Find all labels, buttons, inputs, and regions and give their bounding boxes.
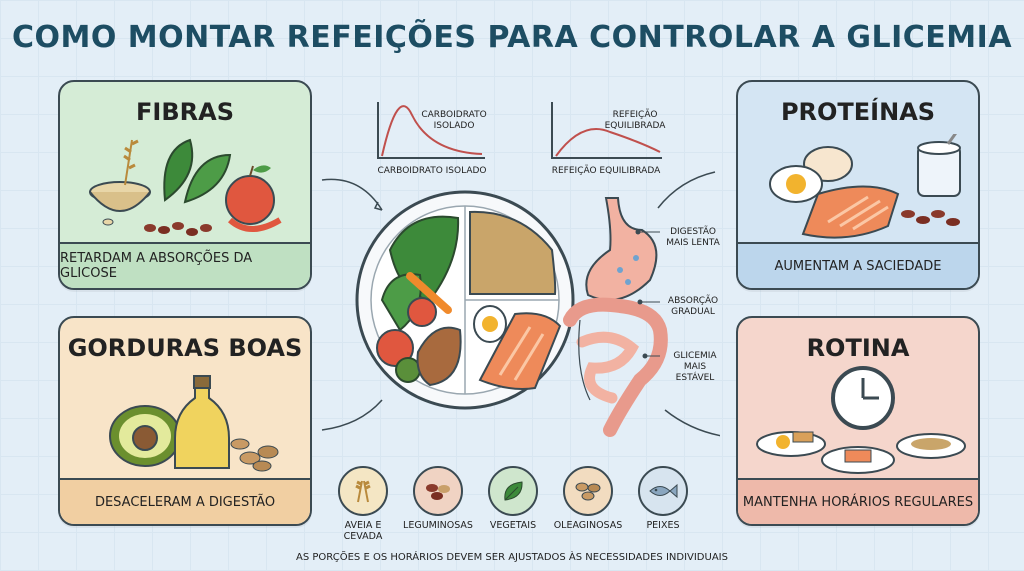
card-proteinas-title: PROTEÍNAS	[780, 98, 936, 126]
nuts-icon	[563, 466, 613, 516]
card-proteinas: PROTEÍNAS AUMENTAM A SACIEDADE	[736, 80, 980, 290]
card-rotina: ROTINA MANTENHA HORÁRIOS REGULARES	[736, 316, 980, 526]
annotation-digestion: DIGESTÃO MAIS LENTA	[666, 227, 720, 248]
fish-icon	[638, 466, 688, 516]
oat-icon	[338, 466, 388, 516]
page-title: COMO MONTAR REFEIÇÕES PARA CONTROLAR A G…	[11, 20, 1013, 55]
card-rotina-caption: MANTENHA HORÁRIOS REGULARES	[738, 478, 978, 524]
plate-digestion-illustration	[321, 102, 720, 437]
routine-illustration	[756, 366, 966, 474]
balanced-graph-caption: REFEIÇÃO EQUILIBRADA	[551, 166, 661, 176]
card-gorduras-title: GORDURAS BOAS	[67, 334, 303, 362]
carb-isolated-graph	[377, 102, 485, 159]
protein-foods-illustration	[769, 134, 961, 239]
card-fibras-caption: RETARDAM A ABSORÇÕES DA GLICOSE	[60, 242, 310, 288]
category-vegetais: VEGETAIS	[478, 466, 548, 531]
card-fibras: FIBRAS RETARDAM A ABSORÇÕES DA GLICOSE	[58, 80, 312, 290]
footer-note: AS PORÇÕES E OS HORÁRIOS DEVEM SER AJUST…	[296, 552, 728, 563]
carb-graph-caption: CARBOIDRATO ISOLADO	[377, 166, 487, 176]
good-fats-illustration	[109, 375, 279, 472]
balanced-graph-inner-label: REFEIÇÃO EQUILIBRADA	[604, 110, 666, 131]
category-label: PEIXES	[646, 520, 680, 531]
category-label: AVEIA E CEVADA	[343, 520, 383, 542]
category-peixes: PEIXES	[628, 466, 698, 531]
card-gorduras: GORDURAS BOAS DESACELERAM A DIGESTÃO	[58, 316, 312, 526]
annotation-absorption: ABSORÇÃO GRADUAL	[667, 296, 719, 317]
card-rotina-title: ROTINA	[806, 334, 910, 362]
card-proteinas-caption: AUMENTAM A SACIEDADE	[738, 242, 978, 288]
category-label: LEGUMINOSAS	[403, 520, 473, 531]
beans-icon	[413, 466, 463, 516]
carb-graph-inner-label: CARBOIDRATO ISOLADO	[421, 110, 487, 131]
category-label: VEGETAIS	[489, 520, 537, 531]
category-label: OLEAGINOSAS	[553, 520, 623, 531]
annotation-glycemia: GLICEMIA MAIS ESTÁVEL	[673, 351, 717, 383]
category-leguminosas: LEGUMINOSAS	[403, 466, 473, 531]
balanced-meal-graph	[551, 102, 662, 159]
category-aveia: AVEIA E CEVADA	[328, 466, 398, 542]
card-fibras-title: FIBRAS	[136, 98, 234, 126]
fiber-foods-illustration	[89, 138, 282, 236]
leaf-icon	[488, 466, 538, 516]
category-oleaginosas: OLEAGINOSAS	[553, 466, 623, 531]
card-gorduras-caption: DESACELERAM A DIGESTÃO	[60, 478, 310, 524]
